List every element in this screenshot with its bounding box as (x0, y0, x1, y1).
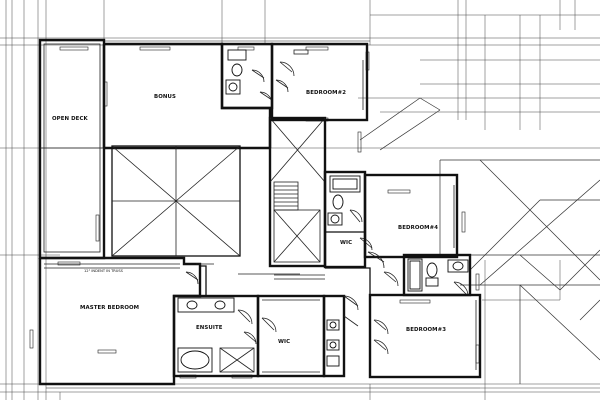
room-label-wic-bed4: WIC (340, 240, 352, 246)
room-label-open-deck: OPEN DECK (52, 116, 89, 122)
open-to-below (111, 145, 241, 257)
hall-bath (383, 253, 472, 297)
open-deck (38, 38, 106, 260)
bedroom-2 (270, 42, 369, 122)
bedroom-3 (368, 293, 482, 379)
room-label-wic-master: WIC (278, 339, 290, 345)
room-label-bedroom-3: BEDROOM#3 (406, 327, 446, 333)
room-label-master-bedroom: MASTER BEDROOM (80, 305, 139, 311)
bed4-bath (323, 170, 373, 269)
dimension-ticks (29, 40, 480, 389)
ensuite (172, 294, 260, 378)
stair-core (268, 116, 327, 280)
bedroom-4 (363, 173, 459, 269)
hallway (200, 265, 371, 327)
upper-bath (220, 42, 274, 110)
master-wic (256, 294, 346, 378)
room-label-bonus: BONUS (154, 94, 176, 100)
room-label-bedroom-2: BEDROOM#2 (306, 90, 346, 96)
room-label-bedroom-4: BEDROOM#4 (398, 225, 438, 231)
room-labels: OPEN DECK BONUS BEDROOM#2 BEDROOM#4 BEDR… (52, 90, 446, 345)
truss-note: 12" INDENT IN TRUSS (84, 269, 124, 273)
roof-lines (359, 97, 600, 384)
room-label-ensuite: ENSUITE (196, 325, 223, 331)
